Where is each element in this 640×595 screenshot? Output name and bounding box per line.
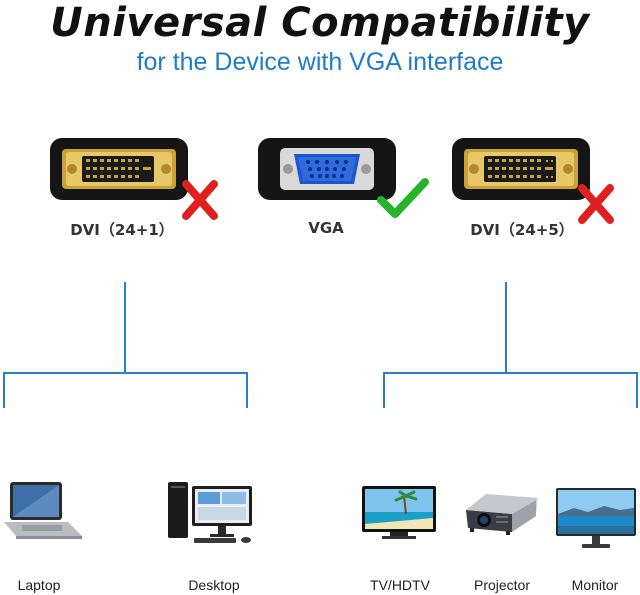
laptop-icon xyxy=(2,480,84,547)
projector-icon xyxy=(462,488,542,549)
connection-tree xyxy=(3,282,638,408)
check-icon xyxy=(377,178,429,218)
page-title: Universal Compatibility xyxy=(50,0,590,46)
dvi-24-5-connector xyxy=(452,138,622,228)
projector-label: Projector xyxy=(473,577,531,593)
cross-icon xyxy=(578,184,614,224)
monitor-label: Monitor xyxy=(571,577,619,593)
desktop-label: Desktop xyxy=(188,577,240,593)
cross-icon xyxy=(182,180,218,220)
dvi-24-5-label: DVI（24+5） xyxy=(470,221,574,239)
tv-label: TV/HDTV xyxy=(370,577,430,593)
vga-label: VGA xyxy=(308,219,344,237)
dvi-24-1-connector xyxy=(50,138,220,228)
desktop-icon xyxy=(166,480,256,551)
monitor-icon xyxy=(554,486,638,555)
vga-connector xyxy=(258,138,438,228)
tv-icon xyxy=(360,484,440,549)
page-subtitle: for the Device with VGA interface xyxy=(136,48,504,76)
laptop-label: Laptop xyxy=(17,577,61,593)
dvi-24-1-label: DVI（24+1） xyxy=(70,221,174,239)
